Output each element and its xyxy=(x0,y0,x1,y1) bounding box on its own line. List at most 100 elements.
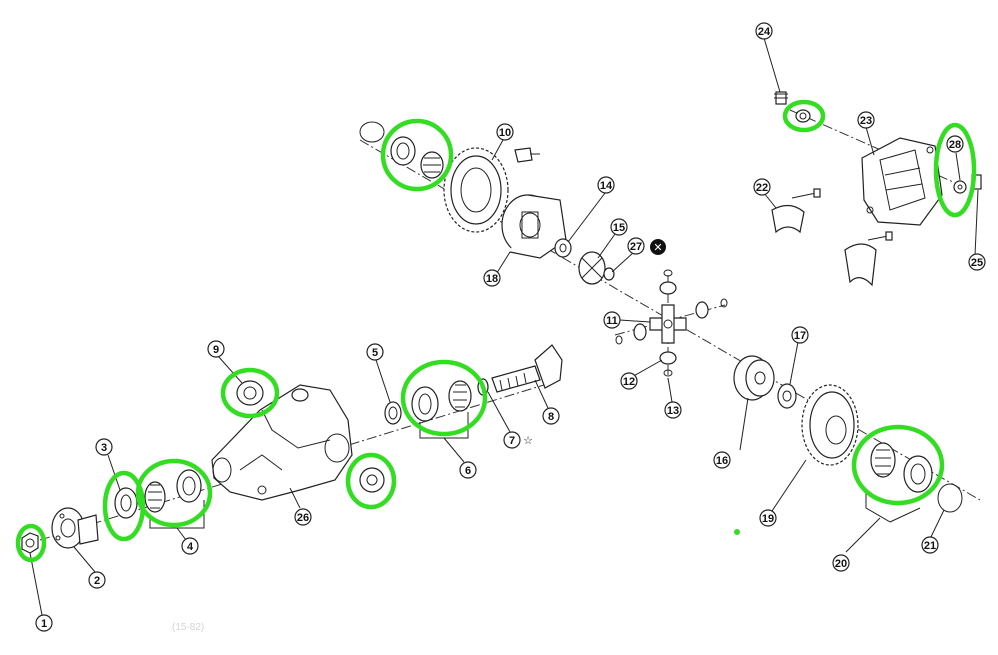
pinion-mate-shaft-cross xyxy=(649,304,687,344)
rear-cover xyxy=(861,137,943,226)
pinion-mate-gear-top xyxy=(659,269,677,295)
callout-11: 11 xyxy=(603,311,621,329)
svg-text:17: 17 xyxy=(794,330,806,342)
side-gear-upper xyxy=(578,251,606,285)
drain-plug-gasket xyxy=(953,180,967,194)
svg-text:20: 20 xyxy=(835,558,847,570)
highlight-side-bearing-top xyxy=(380,118,454,192)
svg-text:✕: ✕ xyxy=(653,241,662,254)
callout-28: 28 xyxy=(946,135,964,153)
svg-text:4: 4 xyxy=(187,541,194,553)
ring-gear xyxy=(443,147,540,233)
callout-3: 3 xyxy=(95,438,113,456)
callout-8: 8 xyxy=(542,407,560,425)
svg-text:5: 5 xyxy=(372,347,378,359)
svg-text:12: 12 xyxy=(623,376,635,388)
svg-text:11: 11 xyxy=(606,315,618,327)
svg-text:26: 26 xyxy=(297,512,309,524)
callout-27: 27 xyxy=(627,237,645,255)
pinion-nut xyxy=(21,532,39,554)
callout-17: 17 xyxy=(791,326,809,344)
svg-text:16: 16 xyxy=(716,455,728,467)
callout-25: 25 xyxy=(968,253,986,271)
side-gear-lower xyxy=(733,355,775,401)
page-reference: (15-82) xyxy=(172,622,204,633)
callout-22: 22 xyxy=(753,178,771,196)
highlight-marks xyxy=(15,99,977,563)
svg-text:10: 10 xyxy=(499,127,511,139)
side-bearing-cap-upper xyxy=(771,188,821,234)
non-reusable-symbol: ✕ xyxy=(650,239,666,255)
callout-14: 14 xyxy=(597,176,615,194)
side-oil-seal-right xyxy=(359,467,385,493)
highlight-pinion-nut xyxy=(15,523,47,563)
front-pinion-bearing xyxy=(144,469,202,513)
case-snap-ring xyxy=(359,121,385,143)
callout-7: 7 ☆ xyxy=(503,431,533,449)
side-gear-thrust-washer xyxy=(554,238,572,258)
highlight-dot xyxy=(734,529,740,535)
highlight-rear-bearing xyxy=(400,359,488,437)
pinion-mate-washer xyxy=(603,267,615,281)
callout-23: 23 xyxy=(857,111,875,129)
pinion-mate-gear-left xyxy=(615,323,647,345)
callout-9: 9 xyxy=(207,340,225,358)
companion-flange xyxy=(51,507,99,549)
highlight-side-bearing-lower xyxy=(851,424,945,506)
svg-text:22: 22 xyxy=(756,182,768,194)
differential-case xyxy=(501,194,567,259)
svg-text:2: 2 xyxy=(94,575,100,587)
filler-plug xyxy=(774,91,788,105)
callout-10: 10 xyxy=(496,123,514,141)
svg-text:15: 15 xyxy=(613,222,625,234)
side-bearing-top xyxy=(390,136,444,179)
callout-21: 21 xyxy=(921,536,939,554)
svg-text:28: 28 xyxy=(949,139,961,151)
callout-6: 6 xyxy=(459,461,477,479)
star-mark: ☆ xyxy=(523,434,533,447)
callout-12: 12 xyxy=(620,372,638,390)
svg-text:3: 3 xyxy=(101,442,107,454)
svg-text:21: 21 xyxy=(924,540,936,552)
differential-case-lower xyxy=(801,384,859,466)
svg-text:9: 9 xyxy=(213,344,219,356)
callout-2: 2 xyxy=(88,571,106,589)
side-bearing-lower xyxy=(870,442,933,493)
pinion-mate-gear-bottom xyxy=(659,351,677,377)
svg-text:23: 23 xyxy=(860,115,872,127)
side-bearing-cap-lower xyxy=(844,231,893,287)
gear-carrier xyxy=(211,384,353,501)
rear-pinion-bearing xyxy=(411,380,472,422)
svg-text:6: 6 xyxy=(465,465,471,477)
svg-text:8: 8 xyxy=(548,411,554,423)
svg-text:14: 14 xyxy=(600,180,613,192)
highlight-drain-plug-gasket xyxy=(933,122,977,218)
callout-19: 19 xyxy=(759,509,777,527)
callout-13: 13 xyxy=(664,401,682,419)
filler-plug-gasket xyxy=(795,109,811,123)
callout-18: 18 xyxy=(483,269,501,287)
callout-20: 20 xyxy=(832,554,850,572)
callout-4: 4 xyxy=(181,537,199,555)
front-oil-seal xyxy=(114,487,138,519)
svg-text:27: 27 xyxy=(630,241,642,253)
highlight-filler-plug-gasket xyxy=(782,99,826,133)
side-gear-thrust-washer-lower xyxy=(777,383,797,409)
svg-text:18: 18 xyxy=(486,273,498,285)
callout-24: 24 xyxy=(755,22,773,40)
side-oil-seal-left xyxy=(236,380,264,406)
callout-5: 5 xyxy=(366,343,384,361)
callout-26: 26 xyxy=(294,508,312,526)
svg-text:1: 1 xyxy=(41,618,47,630)
callout-15: 15 xyxy=(610,218,628,236)
callout-16: 16 xyxy=(713,451,731,469)
pinion-mate-gear-right xyxy=(695,298,728,319)
highlight-front-bearing xyxy=(135,458,213,528)
leader-lines xyxy=(29,37,979,616)
svg-text:24: 24 xyxy=(758,26,771,38)
callout-1: 1 xyxy=(35,614,53,632)
highlight-side-seal-right xyxy=(345,452,397,510)
drive-pinion xyxy=(491,344,563,393)
svg-text:19: 19 xyxy=(762,513,774,525)
